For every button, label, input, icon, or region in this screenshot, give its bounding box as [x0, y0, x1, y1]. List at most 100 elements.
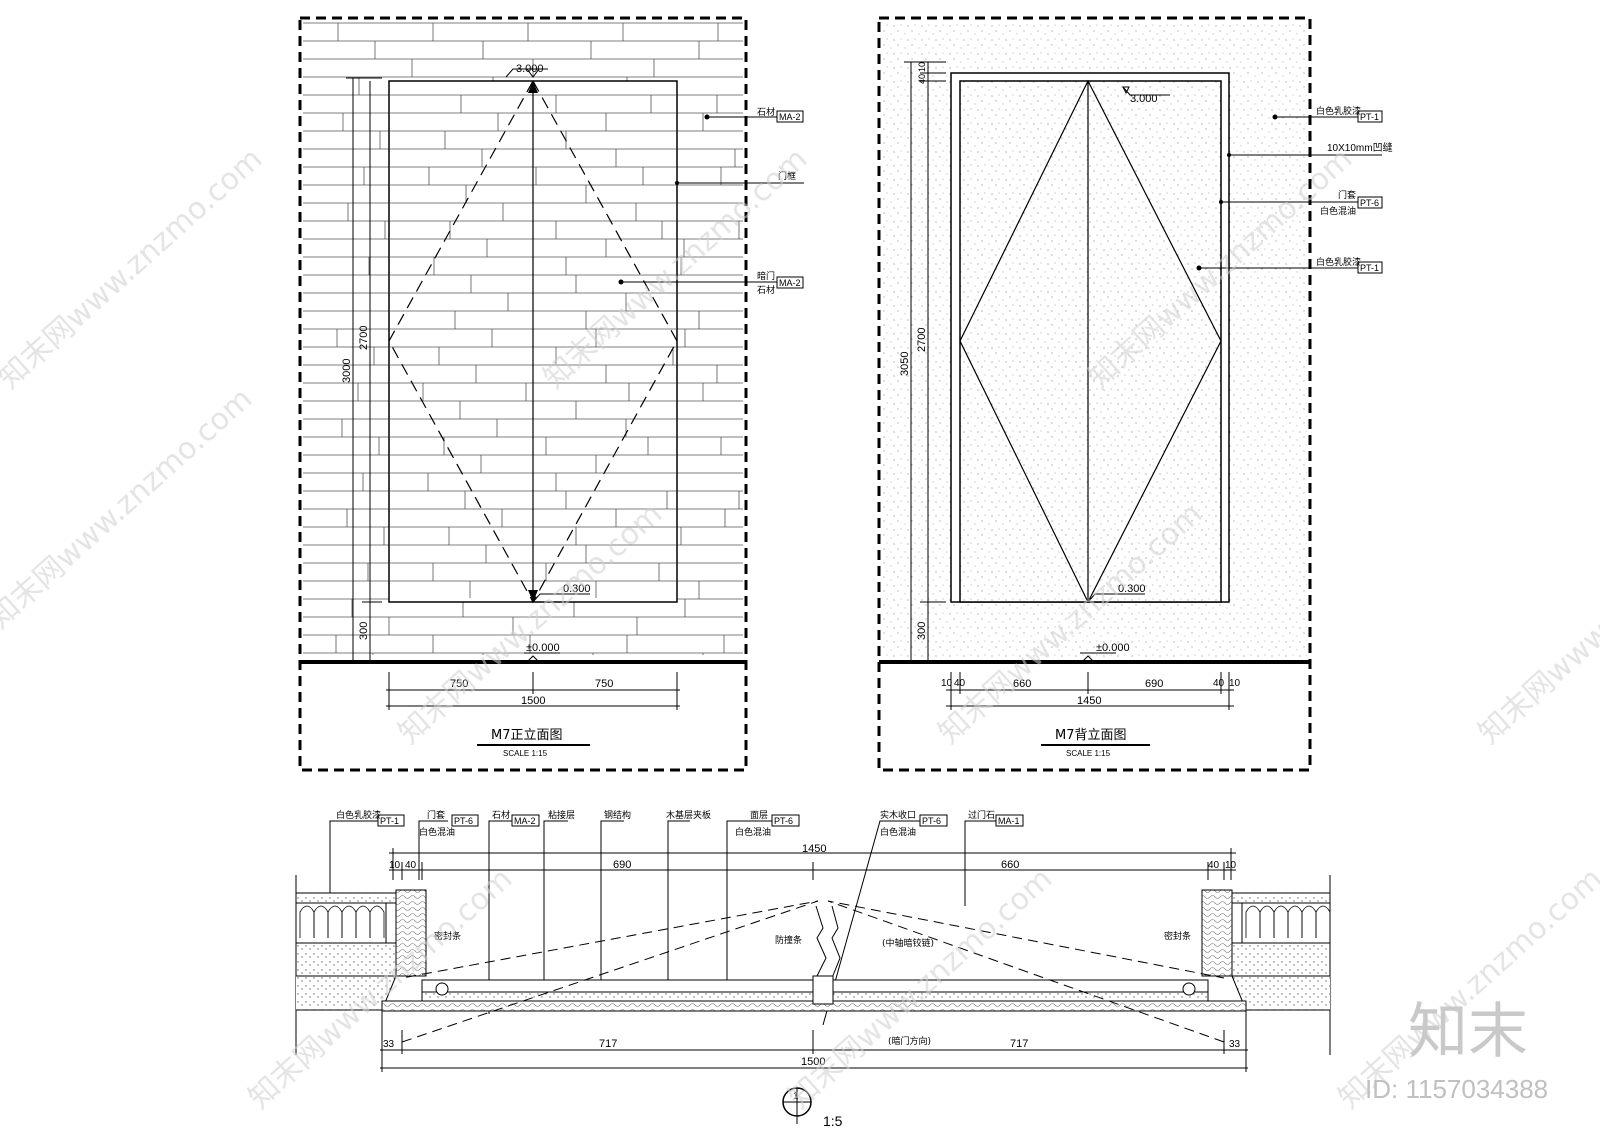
dim-bottom-1: 33	[383, 1039, 395, 1050]
dim-width: 1450	[1077, 695, 1101, 707]
dim-top-1: 10	[389, 860, 401, 871]
callout-2-text: 门套	[427, 809, 445, 821]
center-pivot	[812, 905, 841, 1005]
watermark-4: 知末网www.znzmo.com	[0, 381, 259, 636]
right-wall	[1201, 875, 1331, 1055]
dim-top-a: 40	[917, 74, 927, 84]
callout-7-text: 木基层夹板	[666, 809, 711, 821]
dim-right-leaf: 750	[595, 678, 613, 690]
front-scale: SCALE 1:15	[503, 749, 548, 758]
callout-10-code: PT-6	[922, 816, 941, 826]
callout-12-text: 过门石	[968, 809, 995, 821]
callout-12-code: MA-1	[998, 816, 1020, 826]
dim-bottom-total: 1500	[801, 1056, 825, 1068]
section-scale: 1:5	[823, 1113, 843, 1129]
callout-2-code: PT-6	[454, 816, 473, 826]
door-swing-lines	[401, 900, 1225, 1043]
callout-3-text: 白色混油	[419, 826, 455, 838]
right-door-leaf	[815, 979, 1209, 1002]
arrow-top	[528, 81, 538, 93]
back-vertical-dims	[904, 61, 946, 663]
level-floor-label: ±0.000	[1096, 642, 1130, 654]
back-level-base: 0.300	[1087, 583, 1146, 603]
callout-8-code: PT-6	[774, 816, 793, 826]
back-frame	[877, 16, 1312, 772]
callout-4-text: 石材	[492, 809, 510, 821]
note-direction: (暗门方向)	[888, 1035, 931, 1047]
dim-top-5: 40	[1208, 860, 1220, 871]
dim-width: 1500	[521, 695, 545, 707]
front-level-floor: ±0.000	[524, 642, 560, 663]
front-level-base: 0.300	[532, 583, 591, 603]
dim-base: 300	[358, 622, 370, 640]
front-frame	[298, 16, 748, 772]
tag-code: PT-6	[1360, 198, 1379, 208]
note-bumper: 防撞条	[775, 934, 802, 946]
front-tag-3: 暗门 石材 MA-2	[618, 270, 804, 296]
front-horizontal-dims	[386, 672, 680, 710]
dim-top-4: 660	[1001, 859, 1019, 871]
tag-text: 白色乳胶漆	[1316, 105, 1361, 117]
dim-bottom-2: 40	[954, 678, 966, 689]
back-scale: SCALE 1:15	[1066, 749, 1111, 758]
tag-text-2: 白色混油	[1320, 205, 1356, 217]
tag-text: 门套	[1338, 189, 1356, 201]
dim-bottom-2: 717	[599, 1038, 617, 1050]
section-callouts	[329, 814, 1024, 1026]
callout-1-code: PT-1	[380, 816, 399, 826]
tag-text: 石材	[757, 106, 775, 118]
note-seal-right: 密封条	[1164, 930, 1191, 942]
section-symbol: 1 1:5	[782, 1087, 843, 1129]
dim-bottom-3: 717	[1010, 1038, 1028, 1050]
back-tag-2: 10X10mm凹缝	[1227, 141, 1393, 157]
dim-top-2: 40	[405, 860, 417, 871]
dim-top-total: 1450	[802, 843, 826, 855]
dim-top-b: 10	[917, 62, 927, 72]
watermark-7: 知末网www.znzmo.com	[1472, 496, 1600, 751]
insulation-pattern	[1245, 905, 1331, 938]
front-tag-1: 石材 MA-2	[704, 106, 804, 123]
tag-text-2: 石材	[757, 284, 775, 296]
tag-code: PT-1	[1360, 112, 1379, 122]
back-level-floor: ±0.000	[1080, 642, 1130, 663]
back-tag-3: 门套 白色混油 PT-6	[1219, 189, 1383, 217]
dim-bottom-5: 40	[1213, 678, 1225, 689]
front-level-top: 3.000	[505, 63, 548, 78]
tag-text: 门框	[778, 170, 796, 182]
level-base-label: 0.300	[563, 583, 591, 595]
front-elevation: 3.000 0.300 ±0.000 3000 2700 300	[298, 16, 804, 772]
dim-total-height: 3050	[899, 352, 911, 376]
back-elevation: 3.000 0.300 ±0.000 40 10 3050 2700 300	[877, 16, 1393, 772]
dim-door-height: 2700	[916, 328, 928, 352]
left-wall	[295, 875, 427, 1055]
tag-code: PT-1	[1360, 263, 1379, 273]
tag-text: 白色乳胶漆	[1316, 256, 1361, 268]
left-door-leaf	[421, 979, 815, 1002]
dim-bottom-4: 33	[1229, 1039, 1241, 1050]
callout-5-text: 粘接层	[548, 809, 575, 821]
dim-top-6: 10	[1225, 860, 1237, 871]
level-top-label: 3.000	[1130, 93, 1158, 105]
section-bottom-dims	[380, 1010, 1248, 1072]
front-tag-2: 门框	[675, 170, 804, 185]
dim-door-height: 2700	[358, 326, 370, 350]
insulation-loop	[1315, 905, 1331, 938]
section-top-dims	[389, 848, 1236, 880]
level-base-label: 0.300	[1118, 583, 1146, 595]
dim-bottom-4: 690	[1145, 678, 1163, 690]
dim-bottom-3: 660	[1013, 678, 1031, 690]
dim-total-height: 3000	[341, 359, 353, 383]
callout-4-code: MA-2	[514, 816, 536, 826]
note-hinge: (中轴暗铰链)	[882, 937, 934, 949]
tag-code: MA-2	[779, 278, 801, 288]
tag-code: MA-2	[779, 112, 801, 122]
tag-text: 10X10mm凹缝	[1327, 141, 1393, 154]
back-horizontal-dims	[946, 672, 1234, 710]
dim-bottom-1: 10	[941, 678, 953, 689]
plan-section: 白色乳胶漆 PT-1 门套 PT-6 白色混油 石材 MA-2 粘接层 钢结构 …	[295, 809, 1331, 1129]
insulation-pattern	[299, 905, 385, 938]
dim-base: 300	[916, 622, 928, 640]
insulation-loop	[369, 905, 385, 938]
back-door-leaf	[959, 80, 1222, 603]
